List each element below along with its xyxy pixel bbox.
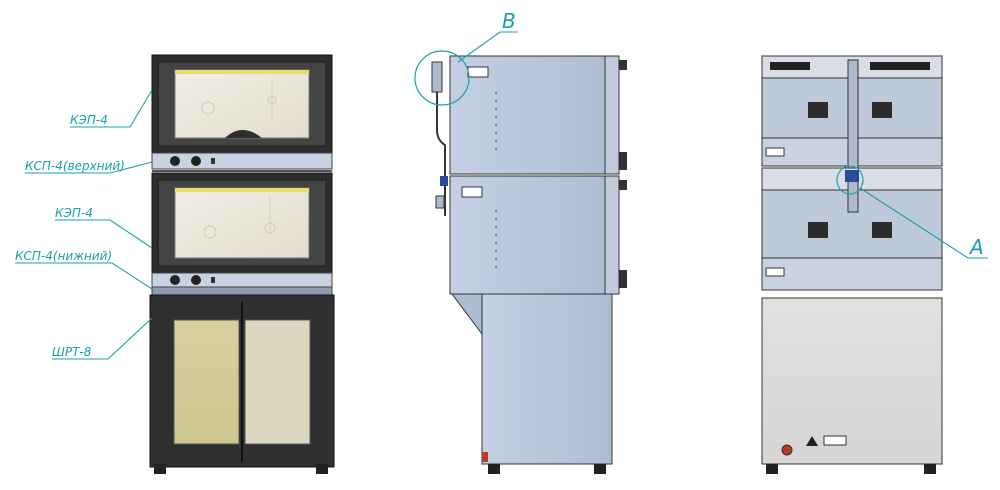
label-shrt: ШРТ-8	[52, 345, 92, 359]
detail-circle-b	[414, 50, 470, 106]
label-kep-lower: КЭП-4	[55, 206, 93, 220]
lower-oven-side	[449, 175, 627, 295]
callout-leader-b	[457, 31, 518, 63]
proofer-cabinet-front	[149, 294, 335, 474]
callout-leader-ksp-lower	[15, 262, 153, 290]
label-kep-upper: КЭП-4	[70, 113, 108, 127]
callout-leader-a	[859, 187, 988, 259]
callouts	[15, 31, 988, 360]
lower-oven-rear	[761, 167, 943, 291]
rear-view	[761, 55, 943, 474]
callout-leader-shrt	[52, 317, 153, 360]
lower-oven-front	[151, 172, 333, 274]
upper-oven-front	[151, 54, 333, 154]
detail-circle-a	[836, 165, 864, 195]
label-callout-b: В	[502, 9, 516, 33]
pipes-side	[431, 61, 448, 216]
label-ksp-lower: КСП-4(нижний)	[15, 249, 112, 263]
upper-oven-side	[449, 55, 627, 175]
proofer-cabinet-side	[451, 293, 613, 474]
callout-leader-kep-lower	[55, 219, 153, 249]
callout-leader-kep-upper	[70, 89, 153, 128]
callout-leader-ksp-upper	[25, 161, 153, 174]
callout-labels: КЭП-4 КСП-4(верхний) КЭП-4 КСП-4(нижний)…	[15, 9, 984, 359]
upper-control-panel	[151, 152, 333, 172]
proofer-cabinet-rear	[761, 297, 943, 474]
upper-oven-rear	[761, 55, 943, 169]
label-ksp-upper: КСП-4(верхний)	[25, 159, 125, 173]
side-view	[414, 50, 627, 474]
front-view	[149, 54, 335, 474]
label-callout-a: А	[968, 235, 984, 259]
